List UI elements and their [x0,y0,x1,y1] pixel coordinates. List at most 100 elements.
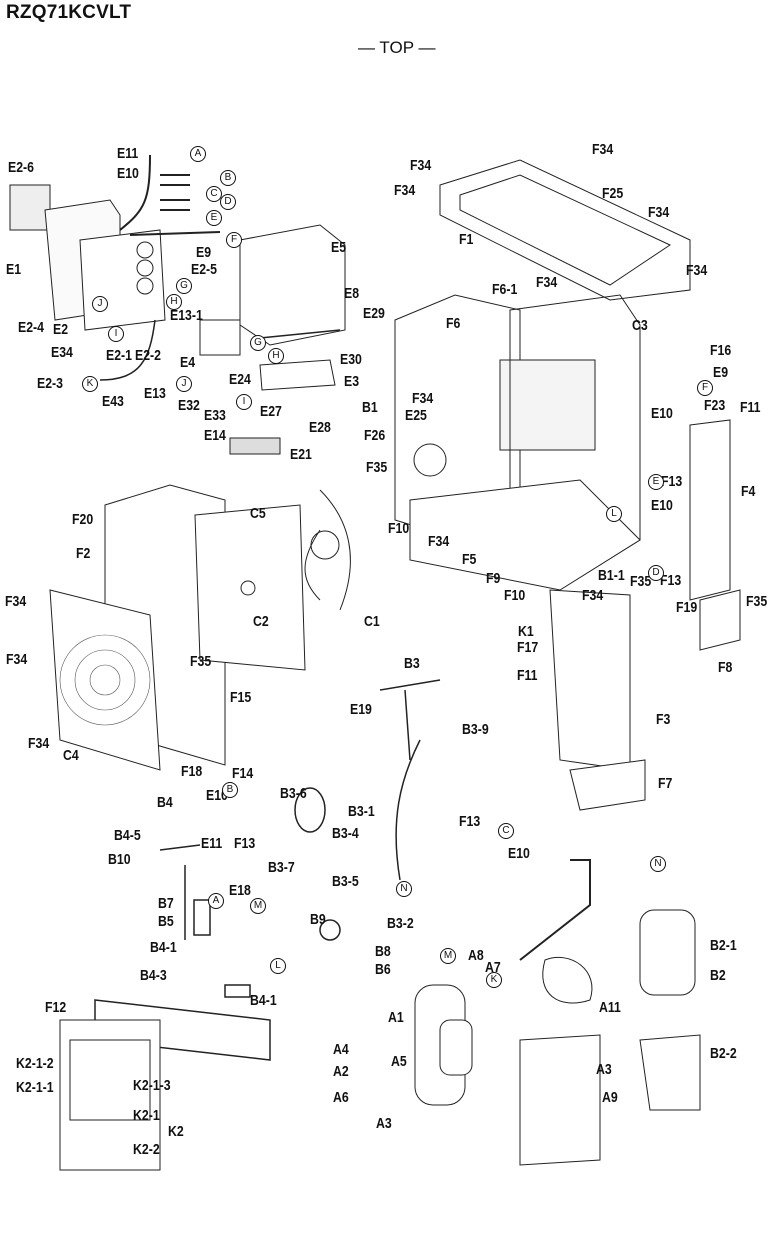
part-label-b3-6: B3-6 [280,785,307,802]
connector-marker-i: I [108,326,124,342]
part-label-c4: C4 [63,747,79,764]
part-label-e25: E25 [405,407,427,424]
part-label-a5: A5 [391,1053,407,1070]
part-label-b1-1: B1-1 [598,567,625,584]
part-label-f34: F34 [394,182,416,199]
connector-marker-l: L [270,958,286,974]
part-c5 [194,504,306,671]
part-b9 [319,919,341,941]
part-label-e2-5: E2-5 [191,261,217,278]
part-label-e2: E2 [53,321,69,338]
part-label-e18: E18 [229,882,251,899]
chassis-drawing [394,294,741,651]
connector-marker-c: C [498,823,514,839]
part-label-b8: B8 [375,943,391,960]
part-label-b3-7: B3-7 [268,859,295,876]
part-label-b2: B2 [710,967,726,984]
part-label-e10: E10 [117,165,139,182]
part-label-b3-4: B3-4 [332,825,359,842]
part-b2 [639,909,696,996]
connector-marker-d: D [220,194,236,210]
part-k2-kit [59,1019,161,1171]
part-label-b2-1: B2-1 [710,937,737,954]
part-label-c3: C3 [632,317,648,334]
connector-marker-g: G [176,278,192,294]
part-label-a11: A11 [599,999,621,1016]
part-label-f34: F34 [6,651,28,668]
part-label-a2: A2 [333,1063,349,1080]
part-label-f34: F34 [648,204,670,221]
part-label-a9: A9 [602,1089,618,1106]
part-label-f1: F1 [459,231,474,248]
part-label-f34: F34 [412,390,434,407]
part-label-f15: F15 [230,689,252,706]
part-label-e33: E33 [204,407,226,424]
connector-marker-f: F [697,380,713,396]
connector-marker-i: I [236,394,252,410]
connector-marker-e: E [648,474,664,490]
part-c2 [240,580,256,596]
part-c1 [304,489,351,611]
part-label-e24: E24 [229,371,251,388]
part-c4 [49,589,161,771]
part-label-f34: F34 [536,274,558,291]
part-label-e11: E11 [117,145,139,162]
connector-marker-e: E [206,210,222,226]
part-a9 [519,1034,601,1166]
part-label-e28: E28 [309,419,331,436]
part-label-b5: B5 [158,913,174,930]
connector-marker-c: C [206,186,222,202]
part-label-f14: F14 [232,765,254,782]
part-label-e10: E10 [508,845,530,862]
part-label-b3-1: B3-1 [348,803,375,820]
part-label-f34: F34 [686,262,708,279]
fan-assembly-drawing [49,484,351,771]
part-b4-1 [193,899,211,936]
connector-marker-b: B [222,782,238,798]
part-label-f20: F20 [72,511,94,528]
part-label-f16: F16 [710,342,732,359]
part-label-f13: F13 [661,473,683,490]
bracket-drawing [199,224,346,455]
part-e25-motor [413,443,447,477]
connector-marker-n: N [650,856,666,872]
part-f5-base [409,479,641,591]
connector-marker-j: J [92,296,108,312]
connector-marker-l: L [606,506,622,522]
part-label-f6-1: F6-1 [492,281,518,298]
part-label-a4: A4 [333,1041,349,1058]
part-label-k2-1-3: K2-1-3 [133,1077,171,1094]
part-e5 [239,224,346,346]
part-label-b6: B6 [375,961,391,978]
part-label-a6: A6 [333,1089,349,1106]
connector-marker-k: K [82,376,98,392]
part-label-e13-1: E13-1 [170,307,203,324]
part-label-f34: F34 [5,593,27,610]
part-label-a3: A3 [376,1115,392,1132]
part-f7 [569,759,646,811]
part-label-e21: E21 [290,446,312,463]
part-label-f10: F10 [504,587,526,604]
part-label-b10: B10 [108,851,131,868]
part-label-e29: E29 [363,305,385,322]
part-label-f18: F18 [181,763,203,780]
part-label-k1: K1 [518,623,534,640]
part-label-b3-9: B3-9 [462,721,489,738]
part-f1 [439,159,691,301]
part-label-e2-2: E2-2 [135,347,161,364]
part-label-b1: B1 [362,399,378,416]
part-label-e4: E4 [180,354,196,371]
part-label-e34: E34 [51,344,73,361]
part-label-f34: F34 [428,533,450,550]
part-e2-6 [9,184,51,231]
part-label-a3: A3 [596,1061,612,1078]
part-label-e14: E14 [204,427,226,444]
part-label-f25: F25 [602,185,624,202]
connector-marker-m: M [250,898,266,914]
part-label-f13: F13 [660,572,682,589]
connector-marker-d: D [648,565,664,581]
part-f8 [699,589,741,651]
connector-marker-a: A [190,146,206,162]
part-e13-1-bracket [199,319,241,356]
